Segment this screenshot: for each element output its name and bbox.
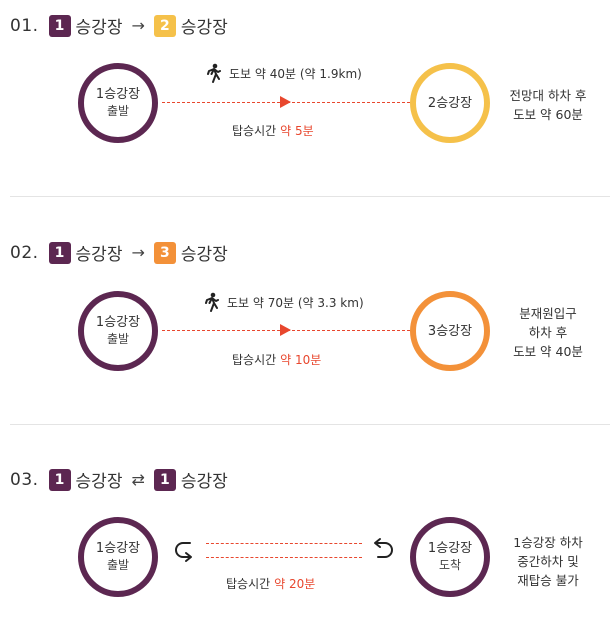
station-label: 승강장 xyxy=(75,245,123,265)
station-badge: 1 xyxy=(48,14,71,37)
walk-info: 도보 약 40분 (약 1.9km) xyxy=(205,63,362,83)
walk-info: 도보 약 70분 (약 3.3 km) xyxy=(203,292,364,312)
start-station-sub: 출발 xyxy=(106,104,130,118)
route-section-2: 02. 1 승강장 → 3 승강장 1승강장 출발 도보 약 70분 (약 3.… xyxy=(0,196,615,424)
walk-text: 도보 약 70분 (약 3.3 km) xyxy=(227,295,364,310)
route-description: 1승강장 하차 중간하차 및 재탑승 불가 xyxy=(500,533,596,590)
transfer-value: 약 5분 xyxy=(280,124,314,138)
route-arrow-icon xyxy=(280,324,291,336)
description-line: 전망대 하차 후 xyxy=(509,88,587,103)
start-station-sub: 출발 xyxy=(106,558,130,572)
station-badge: 1 xyxy=(153,468,176,491)
start-station-circle: 1승강장 출발 xyxy=(78,63,158,143)
u-turn-right-icon xyxy=(374,538,393,558)
walking-person-icon xyxy=(205,292,219,312)
transfer-label: 탑승시간 xyxy=(232,124,277,138)
start-station-name: 1승강장 xyxy=(95,87,141,102)
route-header: 03. 1 승강장 ⇄ 1 승강장 xyxy=(10,467,228,492)
start-station-name: 1승강장 xyxy=(95,541,141,556)
u-turn-left-icon xyxy=(175,542,192,562)
route-description: 분재원입구 하차 후 도보 약 40분 xyxy=(502,304,594,361)
walking-person-icon xyxy=(207,63,221,83)
end-station-circle: 1승강장 도착 xyxy=(410,517,490,597)
station-badge: 1 xyxy=(48,468,71,491)
end-station-circle: 3승강장 xyxy=(410,291,490,371)
description-line: 도보 약 40분 xyxy=(513,344,583,359)
route-number: 02. xyxy=(10,242,39,263)
station-label: 승강장 xyxy=(180,472,228,492)
route-header: 01. 1 승강장 → 2 승강장 xyxy=(10,13,228,38)
route-arrow-icon xyxy=(280,96,291,108)
transfer-value: 약 20분 xyxy=(274,577,316,591)
start-station-name: 1승강장 xyxy=(95,315,141,330)
route-number: 01. xyxy=(10,15,39,36)
section-divider xyxy=(10,196,610,197)
round-trip-arrow-icon: ⇄ xyxy=(131,470,145,489)
start-station-circle: 1승강장 출발 xyxy=(78,291,158,371)
station-label: 승강장 xyxy=(180,245,228,265)
end-station-sub: 도착 xyxy=(438,558,462,572)
station-label: 승강장 xyxy=(75,18,123,38)
end-station-name: 1승강장 xyxy=(427,541,473,556)
route-dashed-line xyxy=(206,557,362,558)
transfer-value: 약 10분 xyxy=(280,353,322,367)
transfer-label: 탑승시간 xyxy=(226,577,271,591)
description-line: 분재원입구 xyxy=(519,306,577,321)
walk-text: 도보 약 40분 (약 1.9km) xyxy=(229,66,362,81)
route-header: 02. 1 승강장 → 3 승강장 xyxy=(10,240,228,265)
description-line: 중간하차 및 xyxy=(517,554,579,569)
right-arrow-icon: → xyxy=(131,16,145,35)
right-arrow-icon: → xyxy=(131,243,145,262)
start-station-circle: 1승강장 출발 xyxy=(78,517,158,597)
description-line: 도보 약 60분 xyxy=(513,107,583,122)
route-dashed-line xyxy=(206,543,362,544)
end-station-circle: 2승강장 xyxy=(410,63,490,143)
route-description: 전망대 하차 후 도보 약 60분 xyxy=(502,86,594,124)
station-label: 승강장 xyxy=(75,472,123,492)
route-number: 03. xyxy=(10,469,39,490)
end-station-name: 2승강장 xyxy=(427,95,473,111)
station-label: 승강장 xyxy=(180,18,228,38)
station-badge: 1 xyxy=(48,241,71,264)
start-station-sub: 출발 xyxy=(106,332,130,346)
description-line: 1승강장 하차 xyxy=(513,535,583,550)
station-badge: 3 xyxy=(153,241,176,264)
description-line: 재탑승 불가 xyxy=(517,573,579,588)
transfer-label: 탑승시간 xyxy=(232,353,277,367)
section-divider xyxy=(10,424,610,425)
end-station-name: 3승강장 xyxy=(427,323,473,339)
route-section-1: 01. 1 승강장 → 2 승강장 1승강장 출발 도보 약 40분 (약 1.… xyxy=(0,0,615,195)
description-line: 하차 후 xyxy=(528,325,568,340)
station-badge: 2 xyxy=(153,14,176,37)
